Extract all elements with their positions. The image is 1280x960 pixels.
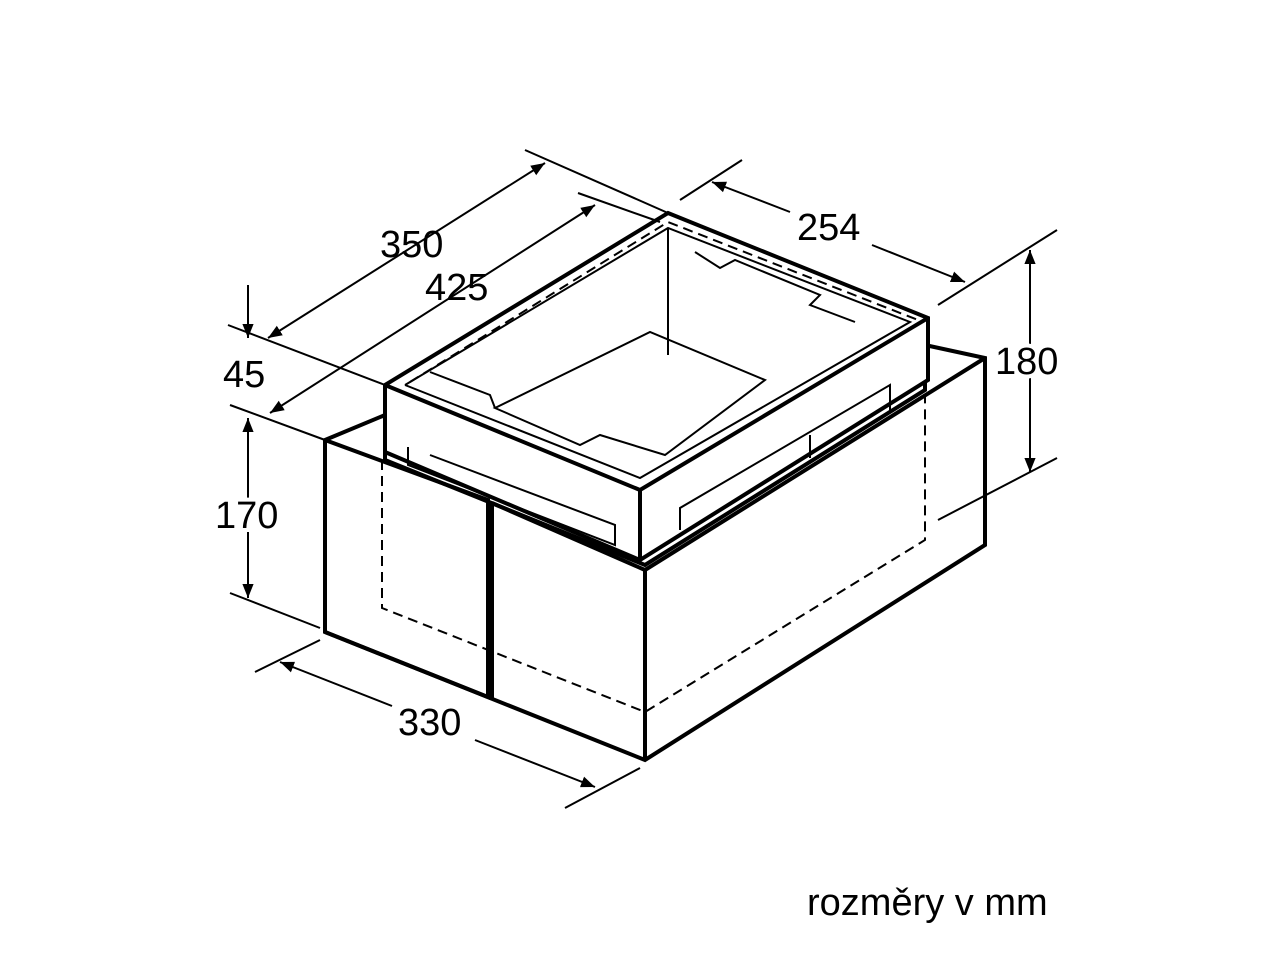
- inner-filter-plate: [492, 330, 767, 457]
- dimension-label-330: 330: [398, 702, 461, 744]
- dimension-arrow: [269, 204, 596, 414]
- ext-line: [229, 404, 326, 441]
- dimension-arrow: [279, 661, 393, 707]
- ext-line: [524, 149, 669, 214]
- dimension-arrow: [474, 739, 596, 788]
- dimension-330: 330: [254, 639, 641, 809]
- dimension-label-350: 350: [380, 224, 443, 266]
- ext-line: [564, 767, 641, 809]
- inner-bracket-back: [694, 251, 856, 323]
- right-door-top: [491, 501, 646, 572]
- dimension-170: 170: [211, 418, 321, 629]
- dimension-180: 180: [937, 250, 1062, 521]
- lower-box-right-top-edge: [643, 356, 987, 572]
- dimension-arrow: [871, 244, 966, 283]
- ext-line: [254, 639, 321, 673]
- ext-line: [937, 457, 1058, 521]
- dimension-45: 45: [223, 285, 265, 396]
- units-note: rozměry v mm: [807, 882, 1048, 924]
- dimension-425: 425: [229, 192, 661, 441]
- dimension-label-45: 45: [223, 354, 265, 396]
- dimension-label-180: 180: [995, 341, 1058, 383]
- dimension-label-254: 254: [797, 207, 860, 249]
- front-slot: [407, 447, 616, 547]
- ext-line: [229, 592, 321, 629]
- left-door: [324, 438, 490, 700]
- dimension-254: 254: [679, 159, 1058, 306]
- hidden-inner-outline: [381, 395, 926, 714]
- ext-line: [679, 159, 743, 201]
- ext-line: [937, 229, 1058, 306]
- dimension-label-170: 170: [215, 495, 278, 537]
- dimension-label-425: 425: [425, 267, 488, 309]
- ext-line: [577, 192, 661, 223]
- dimension-arrow: [711, 181, 791, 213]
- right-slot: [679, 383, 891, 530]
